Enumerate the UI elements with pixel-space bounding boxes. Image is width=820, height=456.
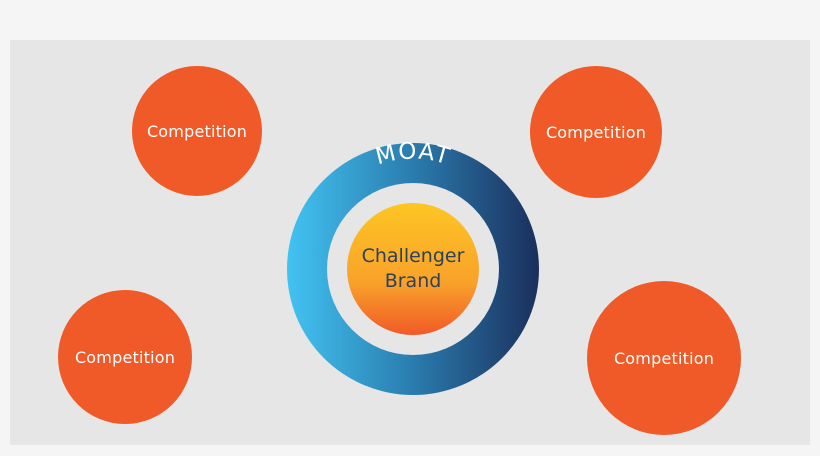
brand-label-line-1: Challenger — [361, 245, 465, 267]
challenger-brand-node — [347, 203, 479, 335]
competition-label: Competition — [545, 122, 647, 142]
competition-node-top-right: Competition — [530, 66, 662, 198]
competition-label: Competition — [74, 347, 176, 367]
competition-node-bottom-left: Competition — [58, 290, 192, 424]
competition-label: Competition — [146, 121, 248, 141]
moat-diagram: MOAT Challenger Brand — [286, 142, 540, 396]
competition-node-bottom-right: Competition — [587, 281, 741, 435]
challenger-brand-label: Challenger Brand — [346, 142, 480, 396]
competition-node-top-left: Competition — [132, 66, 262, 196]
moat-ring-graphic: MOAT — [287, 142, 539, 395]
competition-label: Competition — [613, 348, 715, 368]
brand-label-line-2: Brand — [384, 270, 442, 292]
